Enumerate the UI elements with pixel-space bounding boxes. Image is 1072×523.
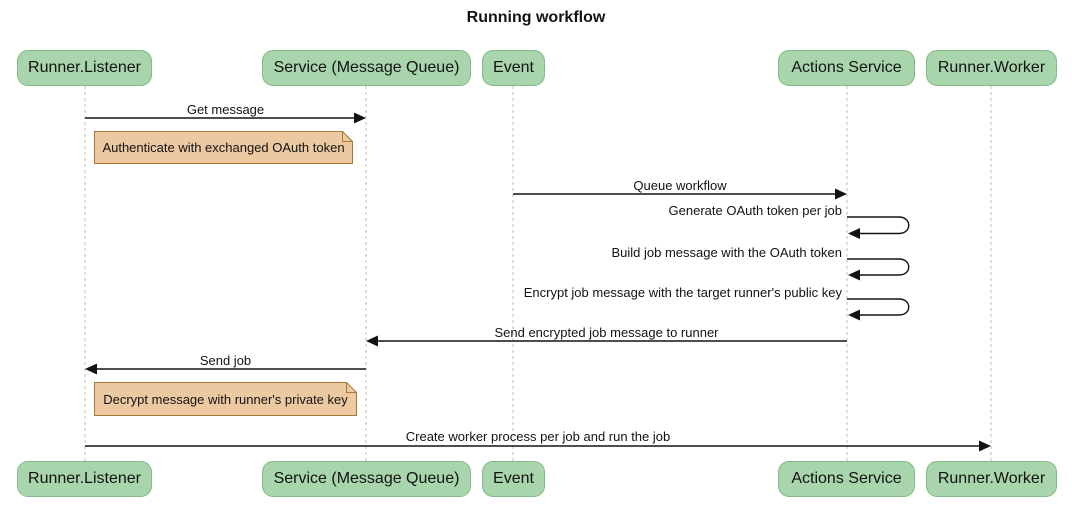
message-label-build-job-message: Build job message with the OAuth token	[611, 245, 842, 260]
selfloop-build-job-message	[847, 258, 910, 276]
actor-label: Runner.Worker	[937, 470, 1046, 487]
actor-bottom-runner-worker: Runner.Worker	[926, 461, 1057, 497]
actor-label: Runner.Listener	[28, 59, 141, 76]
arrowhead-right-icon	[979, 440, 991, 452]
actor-label: Runner.Worker	[937, 59, 1046, 76]
note-label: Authenticate with exchanged OAuth token	[102, 140, 345, 155]
message-label-send-job: Send job	[199, 353, 252, 368]
message-label-send-encrypted-message: Send encrypted job message to runner	[494, 325, 719, 340]
actor-top-runner-listener: Runner.Listener	[17, 50, 152, 86]
arrowhead-left-icon	[848, 228, 860, 239]
actor-label: Event	[493, 59, 534, 76]
note-shape-icon	[94, 382, 357, 416]
note-label: Decrypt message with runner's private ke…	[103, 391, 348, 407]
arrowhead-left-icon	[848, 309, 860, 321]
actor-bottom-service-message-queue: Service (Message Queue)	[262, 461, 471, 497]
note-shape-icon	[94, 131, 353, 164]
actor-top-actions-service: Actions Service	[778, 50, 915, 86]
arrowhead-left-icon	[848, 269, 860, 281]
selfloop-generate-oauth	[847, 216, 910, 235]
actor-bottom-actions-service: Actions Service	[778, 461, 915, 497]
message-label-create-worker-process: Create worker process per job and run th…	[405, 429, 671, 444]
diagram-title: Running workflow	[466, 9, 606, 26]
actor-bottom-event: Event	[482, 461, 545, 497]
actor-label: Actions Service	[791, 470, 902, 487]
actor-top-service-message-queue: Service (Message Queue)	[262, 50, 471, 86]
message-label-encrypt-job-message: Encrypt job message with the target runn…	[523, 285, 842, 300]
arrowhead-left-icon	[85, 363, 97, 375]
message-label-queue-workflow: Queue workflow	[633, 178, 727, 193]
selfloop-encrypt-job-message	[847, 298, 910, 316]
actor-label: Actions Service	[791, 59, 902, 76]
arrowhead-right-icon	[835, 188, 847, 200]
actor-label: Event	[493, 470, 534, 487]
message-label-generate-oauth: Generate OAuth token per job	[668, 203, 842, 218]
actor-label: Runner.Listener	[28, 470, 141, 487]
arrowhead-left-icon	[366, 335, 378, 347]
message-label-get-message: Get message	[186, 102, 265, 117]
actor-top-event: Event	[482, 50, 545, 86]
actor-bottom-runner-listener: Runner.Listener	[17, 461, 152, 497]
note-decrypt-message: Decrypt message with runner's private ke…	[94, 382, 357, 416]
note-authenticate-oauth: Authenticate with exchanged OAuth token	[94, 131, 353, 164]
arrowhead-right-icon	[354, 112, 366, 124]
actor-label: Service (Message Queue)	[273, 470, 460, 487]
actor-top-runner-worker: Runner.Worker	[926, 50, 1057, 86]
actor-label: Service (Message Queue)	[273, 59, 460, 76]
